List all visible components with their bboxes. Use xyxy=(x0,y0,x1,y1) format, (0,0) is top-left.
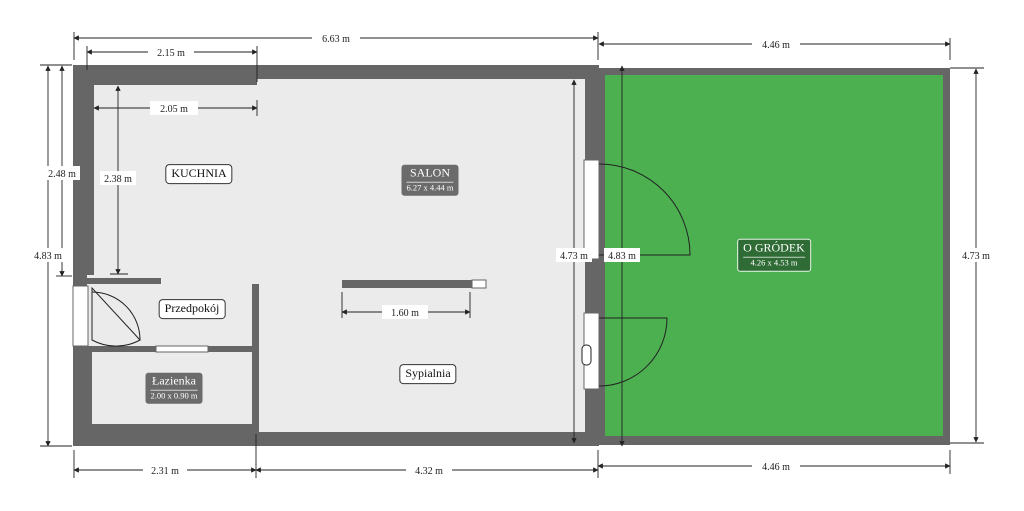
dim-inner-height: 4.73 m xyxy=(560,251,588,262)
room-name-sypialnia: Sypialnia xyxy=(405,366,451,381)
room-label-kuchnia: KUCHNIA xyxy=(165,164,233,184)
dim-top-total: 6.63 m xyxy=(322,34,350,45)
room-label-salon: SALON 6.27 x 4.44 m xyxy=(401,164,459,196)
bedroom-partition-end xyxy=(471,279,487,289)
dim-partition-length: 1.60 m xyxy=(391,308,419,319)
dim-kitchen-inner-width: 2.05 m xyxy=(160,104,188,115)
room-label-ogrodek: O GRÓDEK 4.26 x 4.53 m xyxy=(737,238,811,272)
dimension-labels: 6.63 m 4.46 m 2.15 m 2.05 m 2.38 m 2.48 … xyxy=(30,31,995,477)
room-name-lazienka: Łazienka xyxy=(152,373,196,388)
dim-right-height: 4.73 m xyxy=(962,251,990,262)
room-name-przedpokoj: Przedpokój xyxy=(164,301,220,316)
dim-kitchen-inner-height: 2.38 m xyxy=(104,174,132,185)
room-label-sypialnia: Sypialnia xyxy=(399,364,457,384)
entry-door-swing-arc xyxy=(91,291,141,341)
dim-partition-height: 4.83 m xyxy=(608,251,636,262)
room-size-ogrodek: 4.26 x 4.53 m xyxy=(743,256,805,269)
dim-left-total: 4.83 m xyxy=(34,251,62,262)
kitchen-top-wall xyxy=(87,79,257,85)
dim-bottom-left: 2.31 m xyxy=(151,466,179,477)
dim-left-upper: 2.48 m xyxy=(48,169,76,180)
bathroom-left-wall xyxy=(87,352,92,432)
room-name-salon: SALON xyxy=(409,165,450,180)
kitchen-left-wall xyxy=(87,79,94,275)
hall-right-wall xyxy=(252,284,259,434)
room-name-kuchnia: KUCHNIA xyxy=(171,166,227,181)
garden-door-upper xyxy=(583,159,600,260)
bathroom-bottom-wall xyxy=(87,424,253,432)
room-size-lazienka: 2.00 x 0.90 m xyxy=(150,389,198,401)
room-label-lazienka: Łazienka 2.00 x 0.90 m xyxy=(145,372,203,404)
dim-top-kitchen: 2.15 m xyxy=(157,48,185,59)
garden-door-upper-swing xyxy=(598,163,691,256)
bedroom-partition xyxy=(342,280,472,288)
dim-bottom-garden: 4.46 m xyxy=(762,462,790,473)
dim-bottom-right: 4.32 m xyxy=(415,466,443,477)
dim-top-garden: 4.46 m xyxy=(762,40,790,51)
bathroom-window xyxy=(155,345,209,353)
door-handle xyxy=(581,344,592,366)
room-label-przedpokoj: Przedpokój xyxy=(158,299,226,319)
room-size-salon: 6.27 x 4.44 m xyxy=(406,181,454,193)
entry-door-swing xyxy=(91,286,141,347)
hall-top-wall xyxy=(87,278,161,284)
garden-door-lower-swing xyxy=(598,317,668,387)
room-name-ogrodek: O GRÓDEK xyxy=(743,240,805,255)
entry-door-gap xyxy=(72,285,89,347)
